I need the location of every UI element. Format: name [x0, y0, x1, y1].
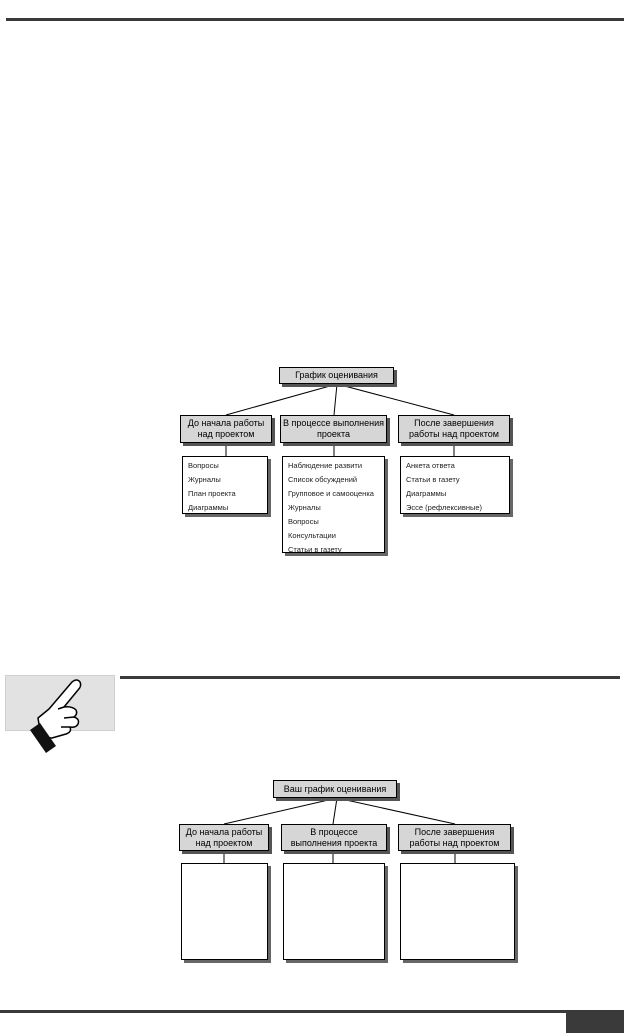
empty-list-after [400, 863, 515, 960]
list-after: Анкета ответа Статьи в газету Диаграммы … [400, 456, 510, 514]
root-label: Ваш график оценивания [283, 783, 387, 794]
list-item: Список обсуждений [288, 475, 358, 484]
list-item: Журналы [288, 503, 321, 512]
note-rule [120, 676, 620, 679]
pointing-hand-icon [30, 679, 82, 753]
column-header-before: До начала работы над проектом [180, 415, 272, 443]
list-item: Диаграммы [188, 503, 229, 512]
diagram-connectors [225, 383, 455, 456]
bottom-rule [0, 1010, 624, 1013]
column-header-during: В процессе выполнения проекта [280, 415, 387, 443]
list-item: Эссе (рефлексивные) [406, 503, 483, 512]
list-before: Вопросы Журналы План проекта Диаграммы [182, 456, 268, 514]
column-header-label: В процессе выполнения проекта [290, 826, 378, 848]
list-item: Диаграммы [406, 489, 447, 498]
page-tab [566, 1010, 624, 1033]
list-item: Вопросы [188, 461, 219, 470]
column-header-label: После завершения работы над проектом [409, 418, 499, 439]
note-callout [5, 675, 115, 753]
empty-list-during [283, 863, 385, 960]
list-item: План проекта [188, 489, 236, 498]
list-item: Статьи в газету [406, 475, 460, 484]
assessment-schedule-diagram: График оценивания До начала работы над п… [180, 367, 510, 554]
diagram-connectors [223, 797, 456, 863]
list-item: Консультации [288, 531, 336, 540]
root-box: График оценивания [279, 367, 394, 384]
list-item: Групповое и самооценка [288, 489, 374, 498]
empty-list-before [181, 863, 268, 960]
column-header-during: В процессе выполнения проекта [281, 824, 387, 851]
column-header-label: В процессе выполнения проекта [283, 418, 384, 439]
root-box: Ваш график оценивания [273, 780, 397, 798]
list-item: Журналы [188, 475, 221, 484]
column-header-label: До начала работы над проектом [187, 418, 265, 439]
root-label: График оценивания [295, 370, 378, 380]
column-header-label: После завершения работы над проектом [409, 826, 500, 848]
column-header-after: После завершения работы над проектом [398, 824, 511, 851]
list-item: Вопросы [288, 517, 319, 526]
column-header-after: После завершения работы над проектом [398, 415, 510, 443]
your-assessment-schedule-diagram: Ваш график оценивания До начала работы н… [179, 780, 515, 960]
list-during: Наблюдение развити Список обсуждений Гру… [282, 456, 385, 554]
list-item: Анкета ответа [406, 461, 455, 470]
list-item: Наблюдение развити [288, 461, 363, 470]
list-item: Статьи в газету [288, 545, 342, 554]
column-header-label: До начала работы над проектом [185, 826, 263, 848]
top-rule [6, 18, 624, 21]
column-header-before: До начала работы над проектом [179, 824, 269, 851]
